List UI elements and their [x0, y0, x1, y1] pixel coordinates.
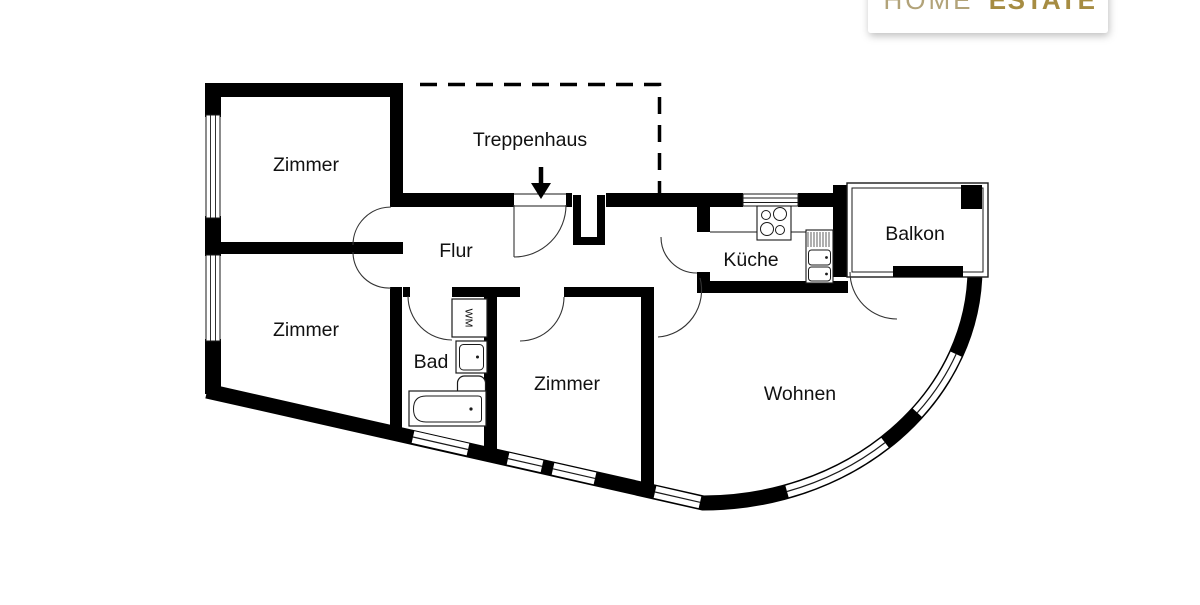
- window-kueche: [742, 193, 799, 207]
- room-label-balkon: Balkon: [885, 223, 945, 245]
- door-arc-entrance: [513, 204, 567, 258]
- wall-flur-south-a: [403, 287, 410, 297]
- stove-icon: [756, 205, 792, 241]
- washing-machine-icon: WM: [451, 298, 488, 338]
- door-arc-balkon: [849, 271, 898, 320]
- kitchen-sink-icon: [805, 229, 834, 284]
- door-arc-kueche: [660, 236, 698, 274]
- room-label-treppenhaus: Treppenhaus: [473, 129, 587, 151]
- door-arc-zimmer2: [352, 251, 392, 289]
- kitchen-fixtures: [710, 205, 834, 284]
- shaft: [572, 193, 606, 245]
- wall-left-seg3: [205, 339, 221, 394]
- wall-kueche-south: [697, 281, 848, 293]
- brand-name-regular: HOME: [884, 0, 974, 15]
- wall-left-seg1: [205, 83, 221, 117]
- window-zimmer2-left: [205, 254, 221, 342]
- svg-text:HOME ESTATE: HOME ESTATE: [884, 0, 1097, 15]
- staircase-dashed-outline: [420, 82, 662, 193]
- door-arc-wohnen: [657, 277, 703, 338]
- bathtub-icon: [408, 390, 487, 427]
- door-arc-zimmer3: [519, 296, 565, 342]
- room-label-zimmer-top-left: Zimmer: [273, 154, 340, 176]
- brand-logo-card: [868, 0, 1108, 33]
- brand-name-bold: ESTATE: [989, 0, 1097, 15]
- door-openings: [390, 193, 710, 287]
- room-labels: Zimmer Zimmer Zimmer Treppenhaus Flur Ba…: [273, 129, 945, 405]
- bathroom-fixtures: WM: [408, 298, 488, 427]
- wall-zimmer1-right: [390, 83, 403, 207]
- door-arc-bad: [407, 295, 453, 341]
- entrance-door-opening: [514, 193, 566, 207]
- wall-kueche-west-a: [697, 193, 710, 232]
- wall-zimmer3-right: [641, 287, 654, 485]
- wall-flur-south-c: [564, 287, 641, 297]
- room-label-wohnen: Wohnen: [764, 383, 836, 405]
- room-label-zimmer-mid-left: Zimmer: [273, 319, 340, 341]
- bath-sink-icon: [455, 340, 488, 374]
- walls: [205, 83, 982, 485]
- entrance-arrow-icon: [531, 167, 551, 199]
- wall-zimmer1-top: [205, 83, 403, 97]
- exterior-wall-curve: [205, 264, 983, 511]
- brand-logo: HOME ESTATE: [868, 0, 1108, 33]
- wall-zimmer-divider: [205, 242, 403, 254]
- wall-flur-north-a: [403, 193, 514, 207]
- door-arc-zimmer1: [352, 206, 392, 246]
- wall-flur-north-c: [604, 193, 743, 207]
- washing-machine-label: WM: [463, 309, 475, 328]
- balkon-outline: [846, 182, 989, 278]
- wall-flur-north-b: [566, 193, 574, 207]
- room-label-bad: Bad: [414, 351, 449, 373]
- room-label-zimmer-bottom: Zimmer: [534, 373, 601, 395]
- room-label-kueche: Küche: [723, 249, 778, 271]
- window-zimmer1-left: [205, 114, 221, 219]
- room-label-flur: Flur: [439, 240, 473, 262]
- wall-kueche-east: [833, 185, 848, 277]
- exterior-windows: [411, 351, 962, 509]
- door-arcs: [352, 204, 898, 342]
- wall-zimmer2-right: [390, 287, 402, 428]
